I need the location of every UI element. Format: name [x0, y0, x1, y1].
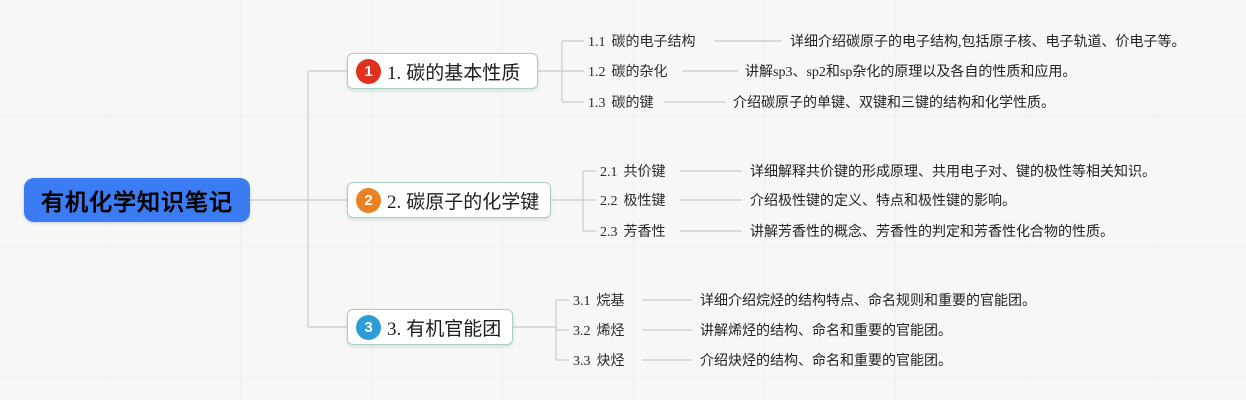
subtopic-3-1-number: 3.1 — [573, 294, 591, 309]
subtopic-node-2-3[interactable]: 2.3 芳香性 — [600, 221, 666, 241]
subtopic-node-3-3[interactable]: 3.3 炔烃 — [573, 350, 625, 370]
subtopic-1-2-number: 1.2 — [588, 65, 606, 80]
description-node-3-3[interactable]: 介绍炔烃的结构、命名和重要的官能团。 — [700, 354, 952, 369]
branch-node-2[interactable]: 2 2. 碳原子的化学键 — [347, 182, 551, 218]
description-node-3-1[interactable]: 详细介绍烷烃的结构特点、命名规则和重要的官能团。 — [700, 294, 1036, 309]
subtopic-node-1-3[interactable]: 1.3 碳的键 — [588, 92, 654, 112]
branch-2-number: 2. — [387, 191, 402, 213]
subtopic-2-1-label: 共价键 — [623, 163, 666, 179]
branch-2-badge: 2 — [356, 187, 381, 213]
subtopic-node-1-2[interactable]: 1.2 碳的杂化 — [588, 61, 668, 81]
branch-2-label: 碳原子的化学键 — [406, 191, 540, 213]
subtopic-2-1-number: 2.1 — [600, 165, 618, 180]
branch-3-label: 有机官能团 — [406, 318, 502, 340]
description-node-3-2[interactable]: 讲解烯烃的结构、命名和重要的官能团。 — [700, 324, 952, 339]
branch-3-number: 3. — [387, 318, 402, 340]
subtopic-3-2-number: 3.2 — [573, 324, 591, 339]
description-node-2-2[interactable]: 介绍极性键的定义、特点和极性键的影响。 — [750, 194, 1016, 209]
branch-3-badge: 3 — [356, 314, 381, 340]
subtopic-1-3-number: 1.3 — [588, 96, 606, 111]
root-node[interactable]: 有机化学知识笔记 — [24, 178, 250, 222]
description-node-2-1[interactable]: 详细解释共价键的形成原理、共用电子对、键的极性等相关知识。 — [750, 165, 1156, 180]
subtopic-3-2-label: 烯烃 — [596, 322, 625, 338]
branch-3-title: 3. 有机官能团 — [387, 314, 501, 341]
branch-1-number: 1. — [387, 62, 402, 84]
subtopic-1-1-number: 1.1 — [588, 35, 606, 50]
subtopic-2-3-number: 2.3 — [600, 225, 618, 240]
branch-1-badge: 1 — [356, 58, 381, 84]
branch-node-1[interactable]: 1 1. 碳的基本性质 — [347, 53, 538, 89]
subtopic-node-2-1[interactable]: 2.1 共价键 — [600, 161, 666, 181]
branch-1-label: 碳的基本性质 — [406, 62, 521, 84]
subtopic-node-2-2[interactable]: 2.2 极性键 — [600, 190, 666, 210]
subtopic-2-3-label: 芳香性 — [623, 223, 666, 239]
subtopic-3-3-number: 3.3 — [573, 354, 591, 369]
description-node-1-2[interactable]: 讲解sp3、sp2和sp杂化的原理以及各自的性质和应用。 — [745, 65, 1077, 80]
description-node-2-3[interactable]: 讲解芳香性的概念、芳香性的判定和芳香性化合物的性质。 — [750, 225, 1114, 240]
branch-2-title: 2. 碳原子的化学键 — [387, 187, 539, 214]
subtopic-node-1-1[interactable]: 1.1 碳的电子结构 — [588, 31, 696, 51]
subtopic-2-2-number: 2.2 — [600, 194, 618, 209]
description-node-1-1[interactable]: 详细介绍碳原子的电子结构,包括原子核、电子轨道、价电子等。 — [790, 35, 1186, 50]
subtopic-3-3-label: 炔烃 — [596, 352, 625, 368]
subtopic-3-1-label: 烷基 — [596, 292, 625, 308]
description-node-1-3[interactable]: 介绍碳原子的单键、双键和三键的结构和化学性质。 — [733, 96, 1055, 111]
branch-1-title: 1. 碳的基本性质 — [387, 58, 520, 85]
subtopic-1-1-label: 碳的电子结构 — [611, 33, 696, 49]
subtopic-1-3-label: 碳的键 — [611, 94, 654, 110]
subtopic-2-2-label: 极性键 — [623, 192, 666, 208]
subtopic-1-2-label: 碳的杂化 — [611, 63, 668, 79]
subtopic-node-3-1[interactable]: 3.1 烷基 — [573, 290, 625, 310]
subtopic-node-3-2[interactable]: 3.2 烯烃 — [573, 320, 625, 340]
branch-node-3[interactable]: 3 3. 有机官能团 — [347, 309, 513, 345]
